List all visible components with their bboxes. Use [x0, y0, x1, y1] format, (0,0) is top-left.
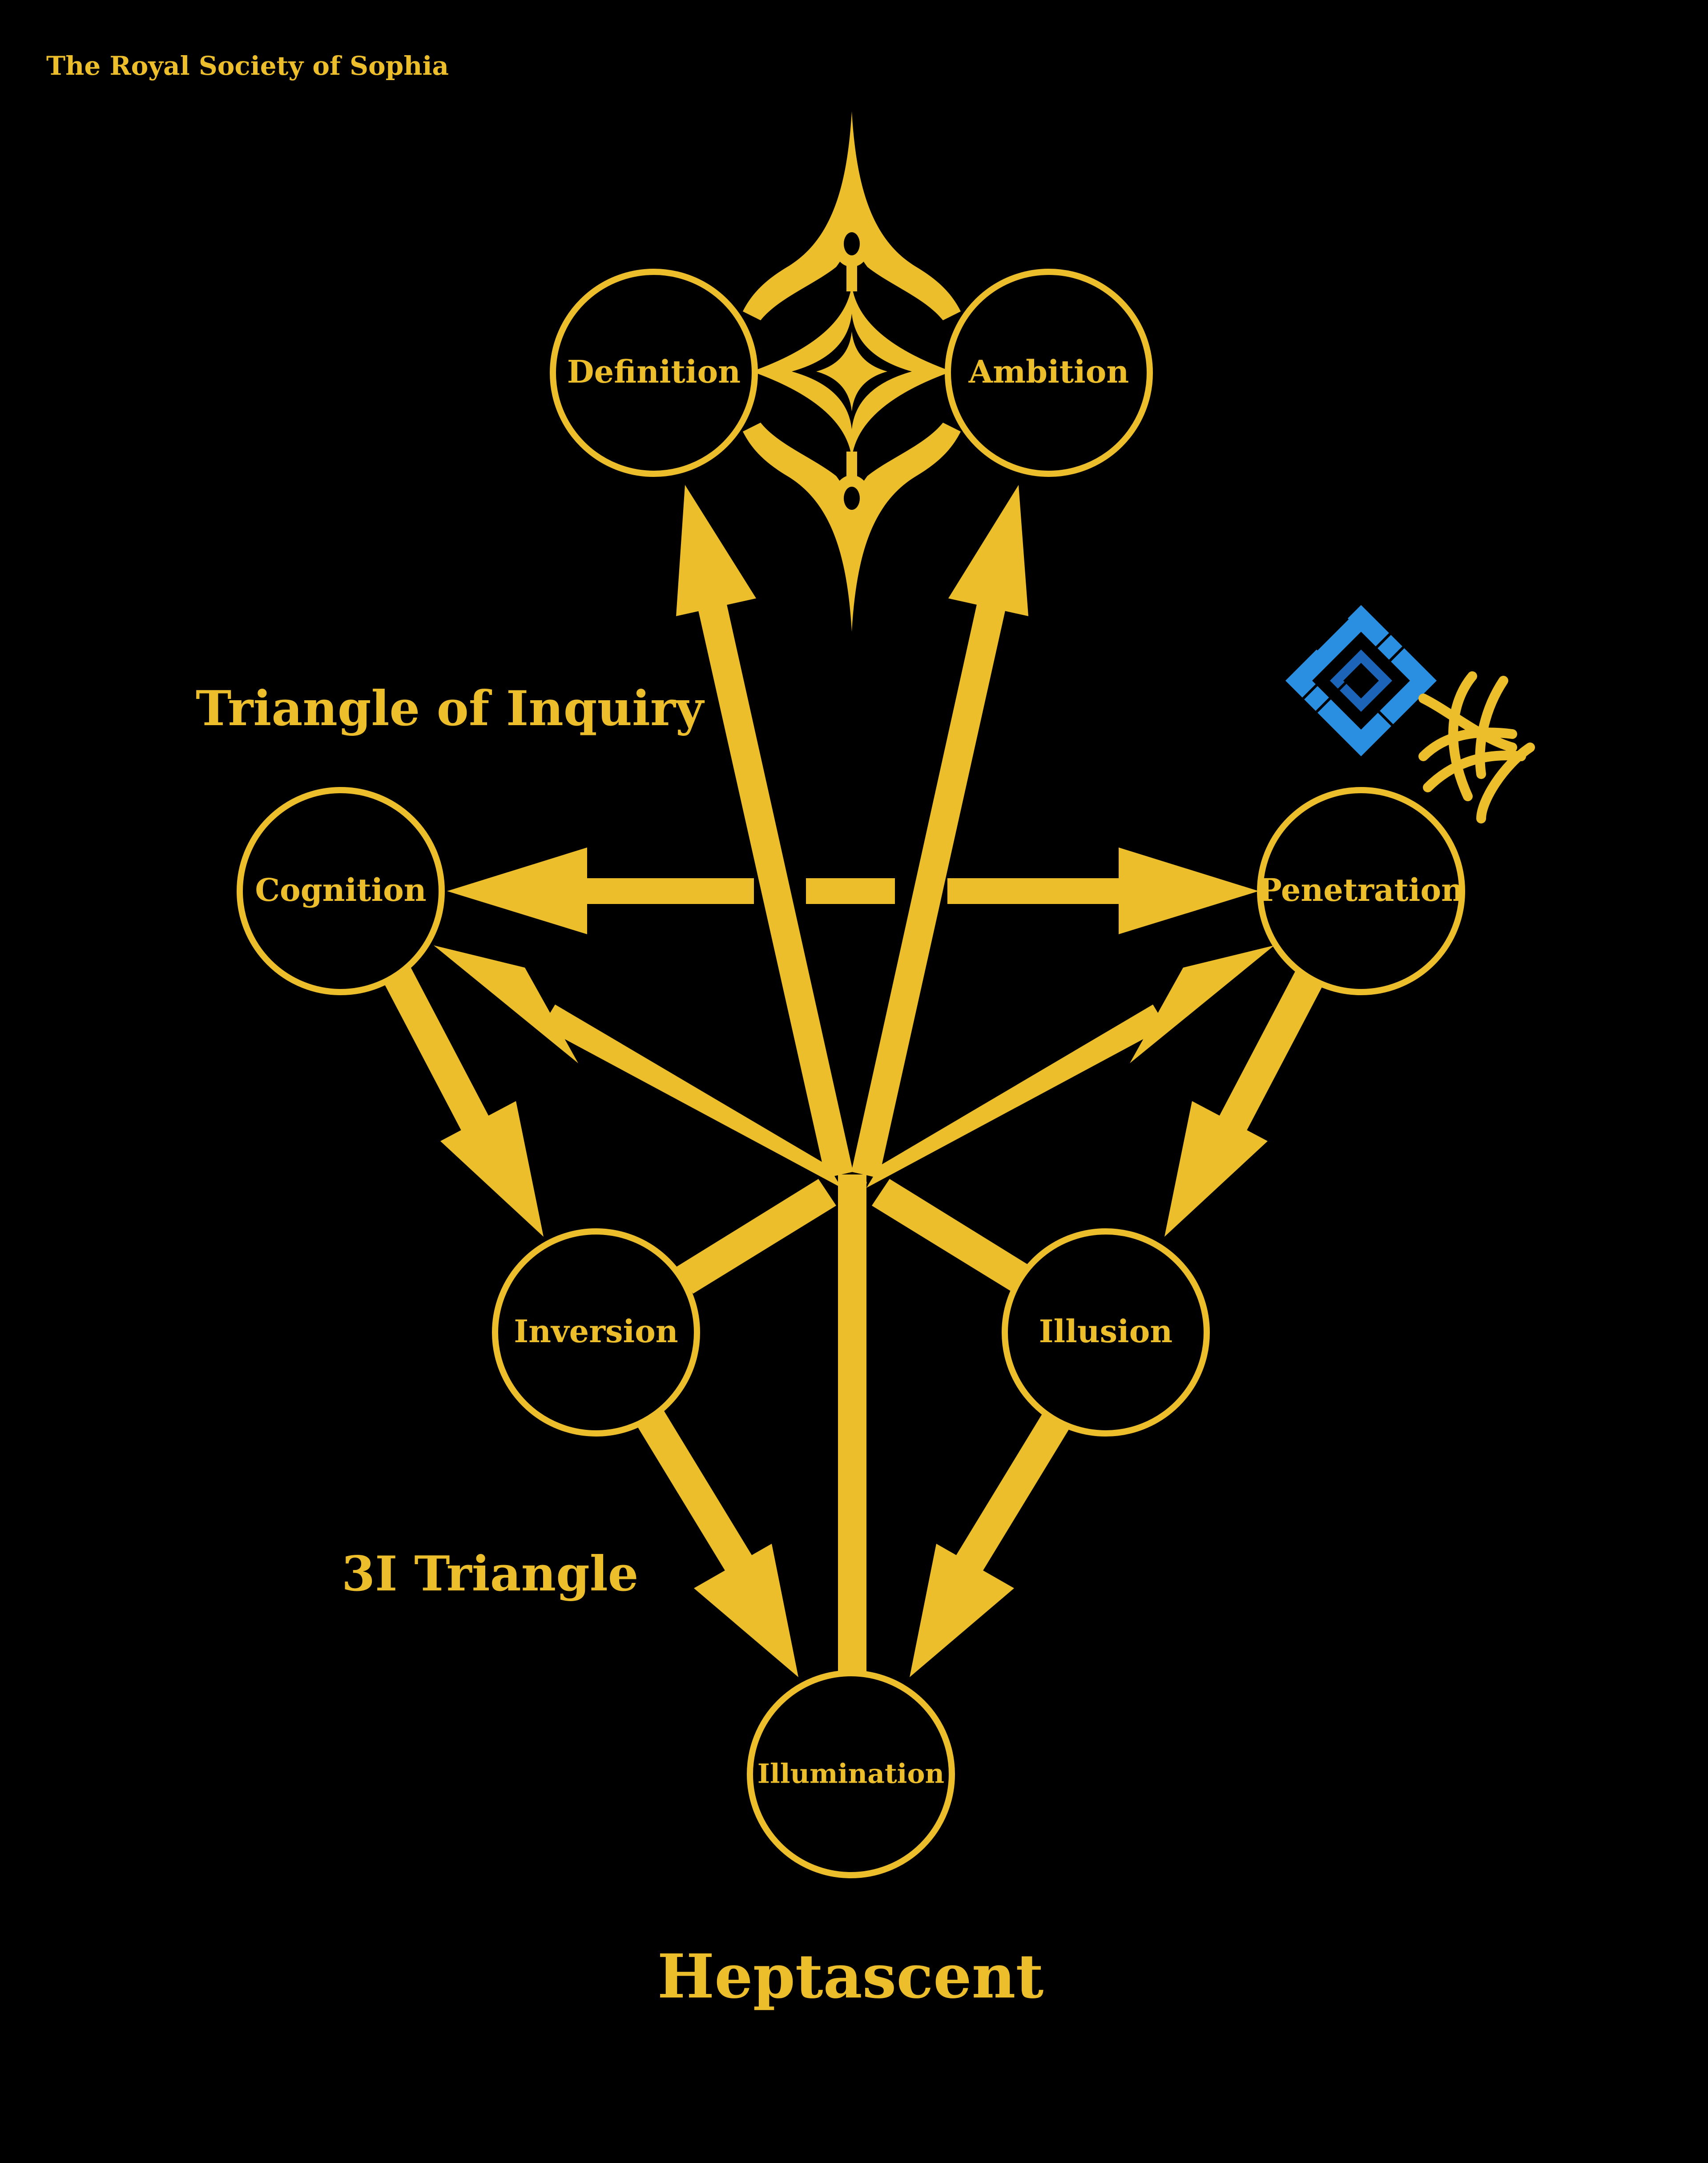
node-ambition: Ambition — [945, 269, 1153, 477]
node-definition: Definition — [550, 269, 758, 477]
arrowhead-penetration — [1119, 847, 1259, 934]
diagram-title: Heptascent — [657, 1941, 1044, 2012]
blue-diamond-knot-icon — [1285, 605, 1437, 756]
node-penetration-label: Penetration — [1258, 872, 1464, 908]
arrow-trunk-to-ambition — [851, 485, 1028, 1178]
node-inversion: Inversion — [492, 1228, 700, 1437]
node-cognition-label: Cognition — [255, 872, 426, 908]
arrowhead-illumination-right — [910, 1544, 1014, 1677]
arrowhead-inversion — [440, 1101, 544, 1237]
three-i-triangle-label: 3I Triangle — [342, 1546, 638, 1602]
arrowhead-illumination-left — [694, 1544, 798, 1677]
node-illumination: Illumination — [747, 1670, 955, 1878]
society-header: The Royal Society of Sophia — [46, 51, 449, 81]
arrow-trunk-to-definition — [676, 485, 853, 1178]
arrow-trunk-to-cognition — [434, 945, 842, 1188]
triangle-of-inquiry-label: Triangle of Inquiry — [196, 681, 705, 737]
line-trunk-to-inversion — [676, 1179, 836, 1294]
node-ambition-label: Ambition — [968, 353, 1129, 390]
node-illusion: Illusion — [1002, 1228, 1210, 1437]
arrow-penetration-to-illusion — [1164, 964, 1326, 1237]
four-pointed-star-ornament-icon — [743, 111, 961, 632]
node-cognition: Cognition — [237, 787, 445, 995]
node-definition-label: Definition — [567, 353, 741, 390]
arrowhead-cognition — [447, 847, 587, 934]
node-inversion-label: Inversion — [514, 1313, 678, 1350]
arrow-bar-cognition-penetration — [447, 847, 1259, 934]
arrow-inversion-to-illumination — [637, 1410, 798, 1677]
connections — [382, 485, 1326, 1679]
gold-trefoil-icon — [1418, 671, 1535, 823]
arrowhead-ambition — [948, 485, 1028, 616]
central-trunk — [838, 1174, 867, 1679]
arrowhead-cognition-diagonal — [434, 945, 578, 1063]
arrowhead-definition — [676, 485, 756, 616]
arrow-cognition-to-inversion — [382, 964, 544, 1237]
line-trunk-to-illusion — [872, 1179, 1032, 1294]
arrowhead-penetration-diagonal — [1130, 945, 1274, 1063]
node-illusion-label: Illusion — [1039, 1313, 1172, 1350]
arrow-illusion-to-illumination — [910, 1410, 1071, 1677]
node-penetration: Penetration — [1257, 787, 1465, 995]
arrowhead-illusion — [1164, 1101, 1268, 1237]
node-illumination-label: Illumination — [757, 1759, 944, 1790]
arrow-trunk-to-penetration — [866, 945, 1274, 1188]
